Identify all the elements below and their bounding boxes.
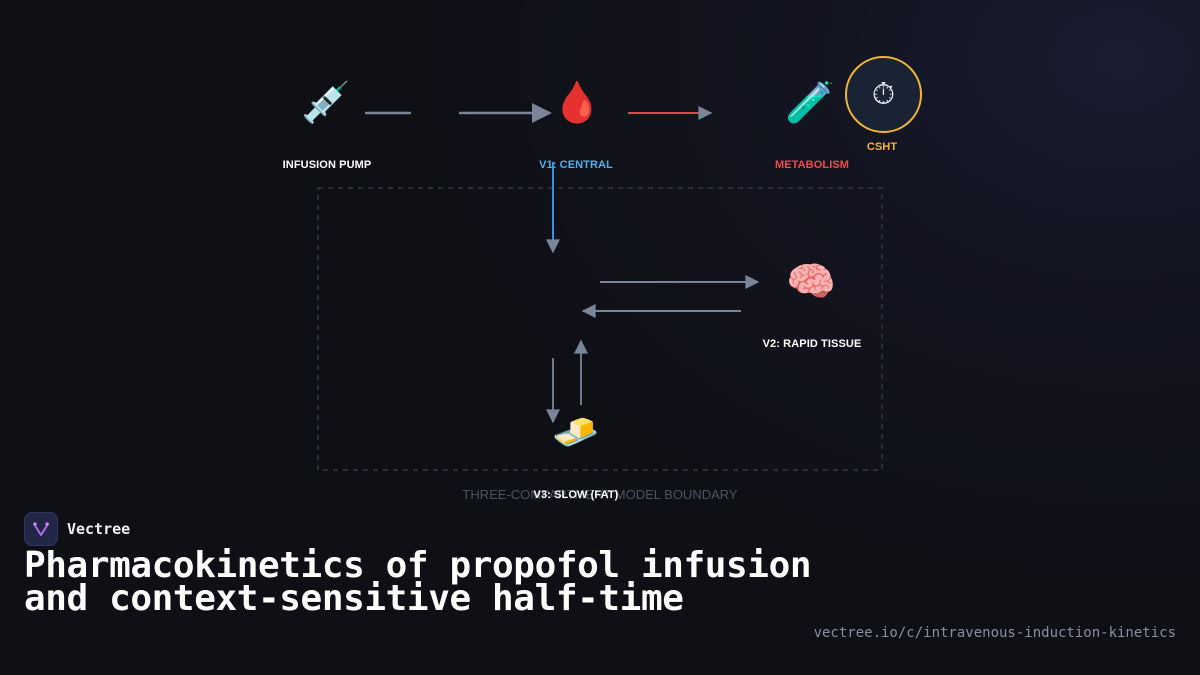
syringe-icon: 💉 — [301, 80, 351, 126]
v1-central-label: V1: CENTRAL — [539, 159, 613, 171]
boundary-label: THREE-COMPARTMENT MODEL BOUNDARY — [462, 487, 738, 502]
brand-name: Vectree — [67, 520, 131, 538]
csht-label: CSHT — [866, 141, 898, 153]
brand: Vectree — [24, 512, 130, 546]
page-title: Pharmacokinetics of propofol infusion an… — [24, 545, 812, 619]
test-tube-icon: 🧪 — [785, 80, 835, 126]
model-boundary — [317, 187, 883, 471]
source-url: vectree.io/c/intravenous-induction-kinet… — [813, 625, 1176, 641]
metabolism-label: METABOLISM — [774, 159, 850, 171]
blood-drop-icon: 🩸 — [552, 80, 602, 126]
brain-icon: 🧠 — [786, 259, 836, 305]
infusion-pump-label: INFUSION PUMP — [282, 159, 372, 171]
v2-rapid-tissue-label: V2: RAPID TISSUE — [762, 338, 862, 350]
vectree-logo-icon — [24, 512, 58, 546]
v3-slow-fat-label: V3: SLOW (FAT) — [533, 489, 619, 501]
butter-icon: 🧈 — [552, 410, 600, 454]
stopwatch-icon: ⏱ — [871, 77, 896, 112]
csht-badge: ⏱ — [845, 56, 922, 133]
